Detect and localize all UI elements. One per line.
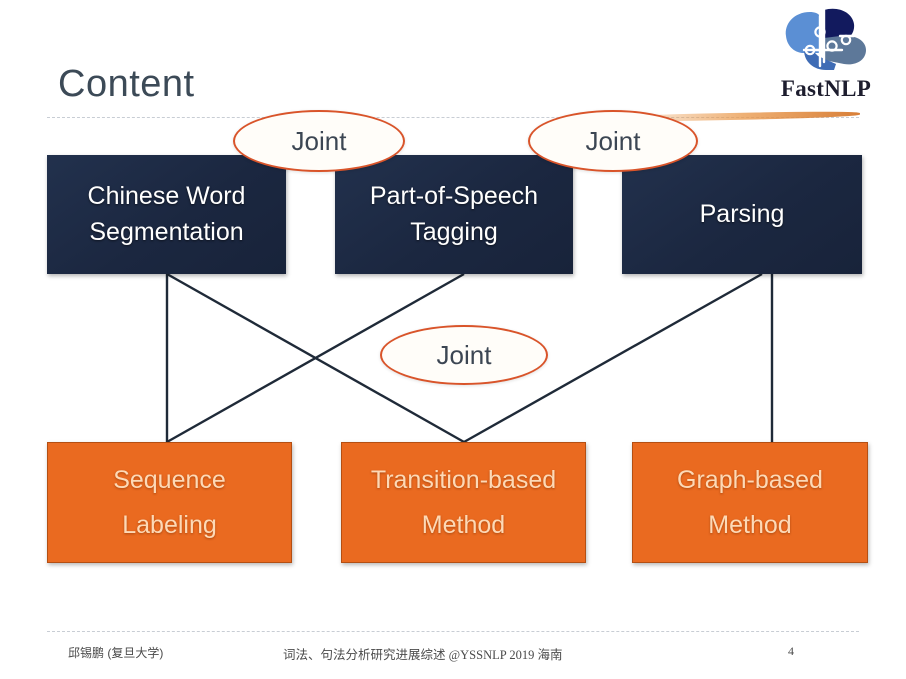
- task-label-line1: Parsing: [699, 199, 785, 228]
- joint-ellipse-pos-parsing[interactable]: Joint: [528, 110, 698, 172]
- joint-label: Joint: [436, 339, 492, 370]
- method-label-line2: Method: [708, 510, 792, 539]
- task-box-parsing[interactable]: Parsing: [622, 155, 862, 274]
- joint-label: Joint: [291, 125, 347, 156]
- footer-author: 邱锡鹏 (复旦大学): [68, 646, 164, 660]
- task-box-chinese-word-segmentation[interactable]: Chinese Word Segmentation: [47, 155, 286, 274]
- footer-subtitle: 词法、句法分析研究进展综述 @YSSNLP 2019 海南: [283, 648, 563, 662]
- joint-label: Joint: [585, 125, 641, 156]
- method-label-line1: Graph-based: [677, 466, 823, 494]
- footer-page-number: 4: [788, 644, 794, 658]
- method-label-line1: Transition-based: [370, 466, 557, 494]
- method-label-line2: Method: [421, 510, 506, 539]
- joint-ellipse-middle[interactable]: Joint: [380, 325, 548, 385]
- footer-divider: [47, 631, 859, 632]
- header-divider: [47, 117, 859, 118]
- logo-wordmark: FastNLP: [780, 76, 872, 101]
- task-label-line2: Tagging: [410, 217, 498, 246]
- task-label-line2: Segmentation: [89, 217, 244, 246]
- brain-puzzle-icon: [785, 8, 866, 70]
- edge-pos-to-sequence-labeling: [166, 272, 465, 444]
- method-box-graph-based-method[interactable]: Graph-based Method: [632, 442, 868, 563]
- edge-parsing-to-transition: [463, 272, 763, 444]
- fastnlp-logo: FastNLP: [762, 6, 890, 110]
- joint-ellipse-cws-pos[interactable]: Joint: [233, 110, 405, 172]
- page-title: Content: [58, 63, 195, 105]
- method-label-line2: Labeling: [122, 510, 217, 539]
- task-box-part-of-speech-tagging[interactable]: Part-of-Speech Tagging: [335, 155, 573, 274]
- method-box-transition-based-method[interactable]: Transition-based Method: [341, 442, 586, 563]
- task-label-line1: Chinese Word: [87, 182, 246, 210]
- task-label-line1: Part-of-Speech: [369, 182, 539, 210]
- method-label-line1: Sequence: [113, 466, 226, 494]
- method-box-sequence-labeling[interactable]: Sequence Labeling: [47, 442, 292, 563]
